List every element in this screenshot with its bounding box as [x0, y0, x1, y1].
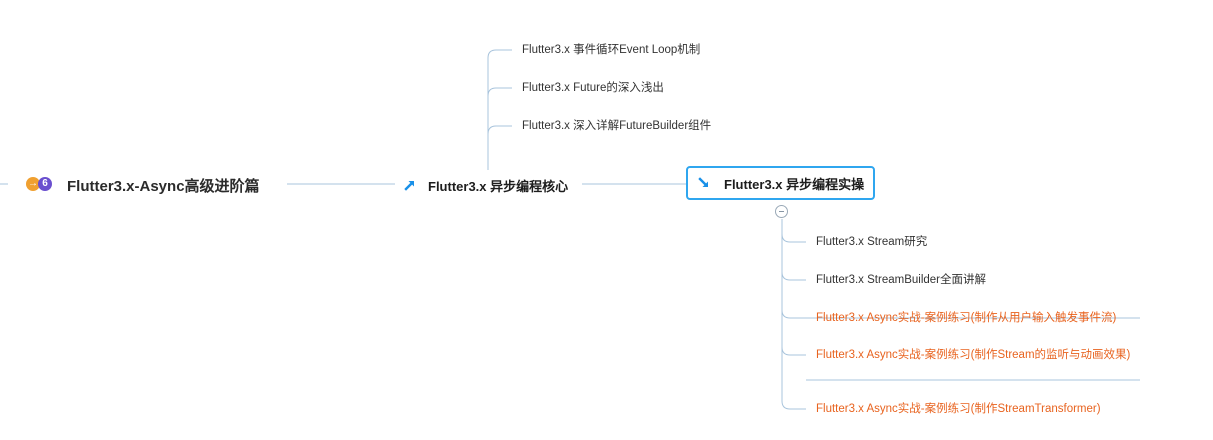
- practice-branch-tick-4: [781, 346, 806, 356]
- practice-branch-underline: [806, 317, 1140, 381]
- root-badges: → 6: [26, 177, 54, 193]
- practice-label: Flutter3.x 异步编程实操: [724, 176, 865, 192]
- practice-node-selected[interactable]: Flutter3.x 异步编程实操: [686, 166, 875, 200]
- core-child-1[interactable]: Flutter3.x 事件循环Event Loop机制: [522, 44, 701, 56]
- arrow-up-right-icon: [404, 181, 414, 191]
- arrow-down-right-icon: [698, 177, 708, 187]
- practice-child-1[interactable]: Flutter3.x Stream研究: [816, 236, 928, 248]
- practice-child-4[interactable]: Flutter3.x Async实战-案例练习(制作Stream的监听与动画效果…: [816, 349, 1131, 361]
- core-label: Flutter3.x 异步编程核心: [428, 178, 569, 194]
- collapse-toggle-button[interactable]: [775, 205, 788, 218]
- root-label: Flutter3.x-Async高级进阶篇: [67, 177, 260, 195]
- practice-child-2[interactable]: Flutter3.x StreamBuilder全面讲解: [816, 274, 986, 286]
- root-node[interactable]: → 6 Flutter3.x-Async高级进阶篇: [26, 173, 260, 197]
- practice-child-5[interactable]: Flutter3.x Async实战-案例练习(制作StreamTransfor…: [816, 403, 1101, 415]
- core-child-3[interactable]: Flutter3.x 深入详解FutureBuilder组件: [522, 120, 712, 132]
- practice-branch-tick-1: [781, 233, 806, 243]
- practice-branch-line: [781, 219, 806, 410]
- priority-number-icon: 6: [38, 177, 52, 191]
- core-branch-line: [487, 49, 512, 170]
- practice-child-3[interactable]: Flutter3.x Async实战-案例练习(制作从用户输入触发事件流): [816, 312, 1117, 324]
- core-branch-tick-3: [487, 125, 512, 135]
- core-child-2[interactable]: Flutter3.x Future的深入浅出: [522, 82, 664, 94]
- practice-branch-tick-3: [781, 309, 806, 319]
- practice-branch-tick-2: [781, 271, 806, 281]
- core-branch-tick-2: [487, 87, 512, 97]
- priority-arrow-icon: →: [26, 177, 40, 191]
- core-node[interactable]: Flutter3.x 异步编程核心: [404, 174, 568, 196]
